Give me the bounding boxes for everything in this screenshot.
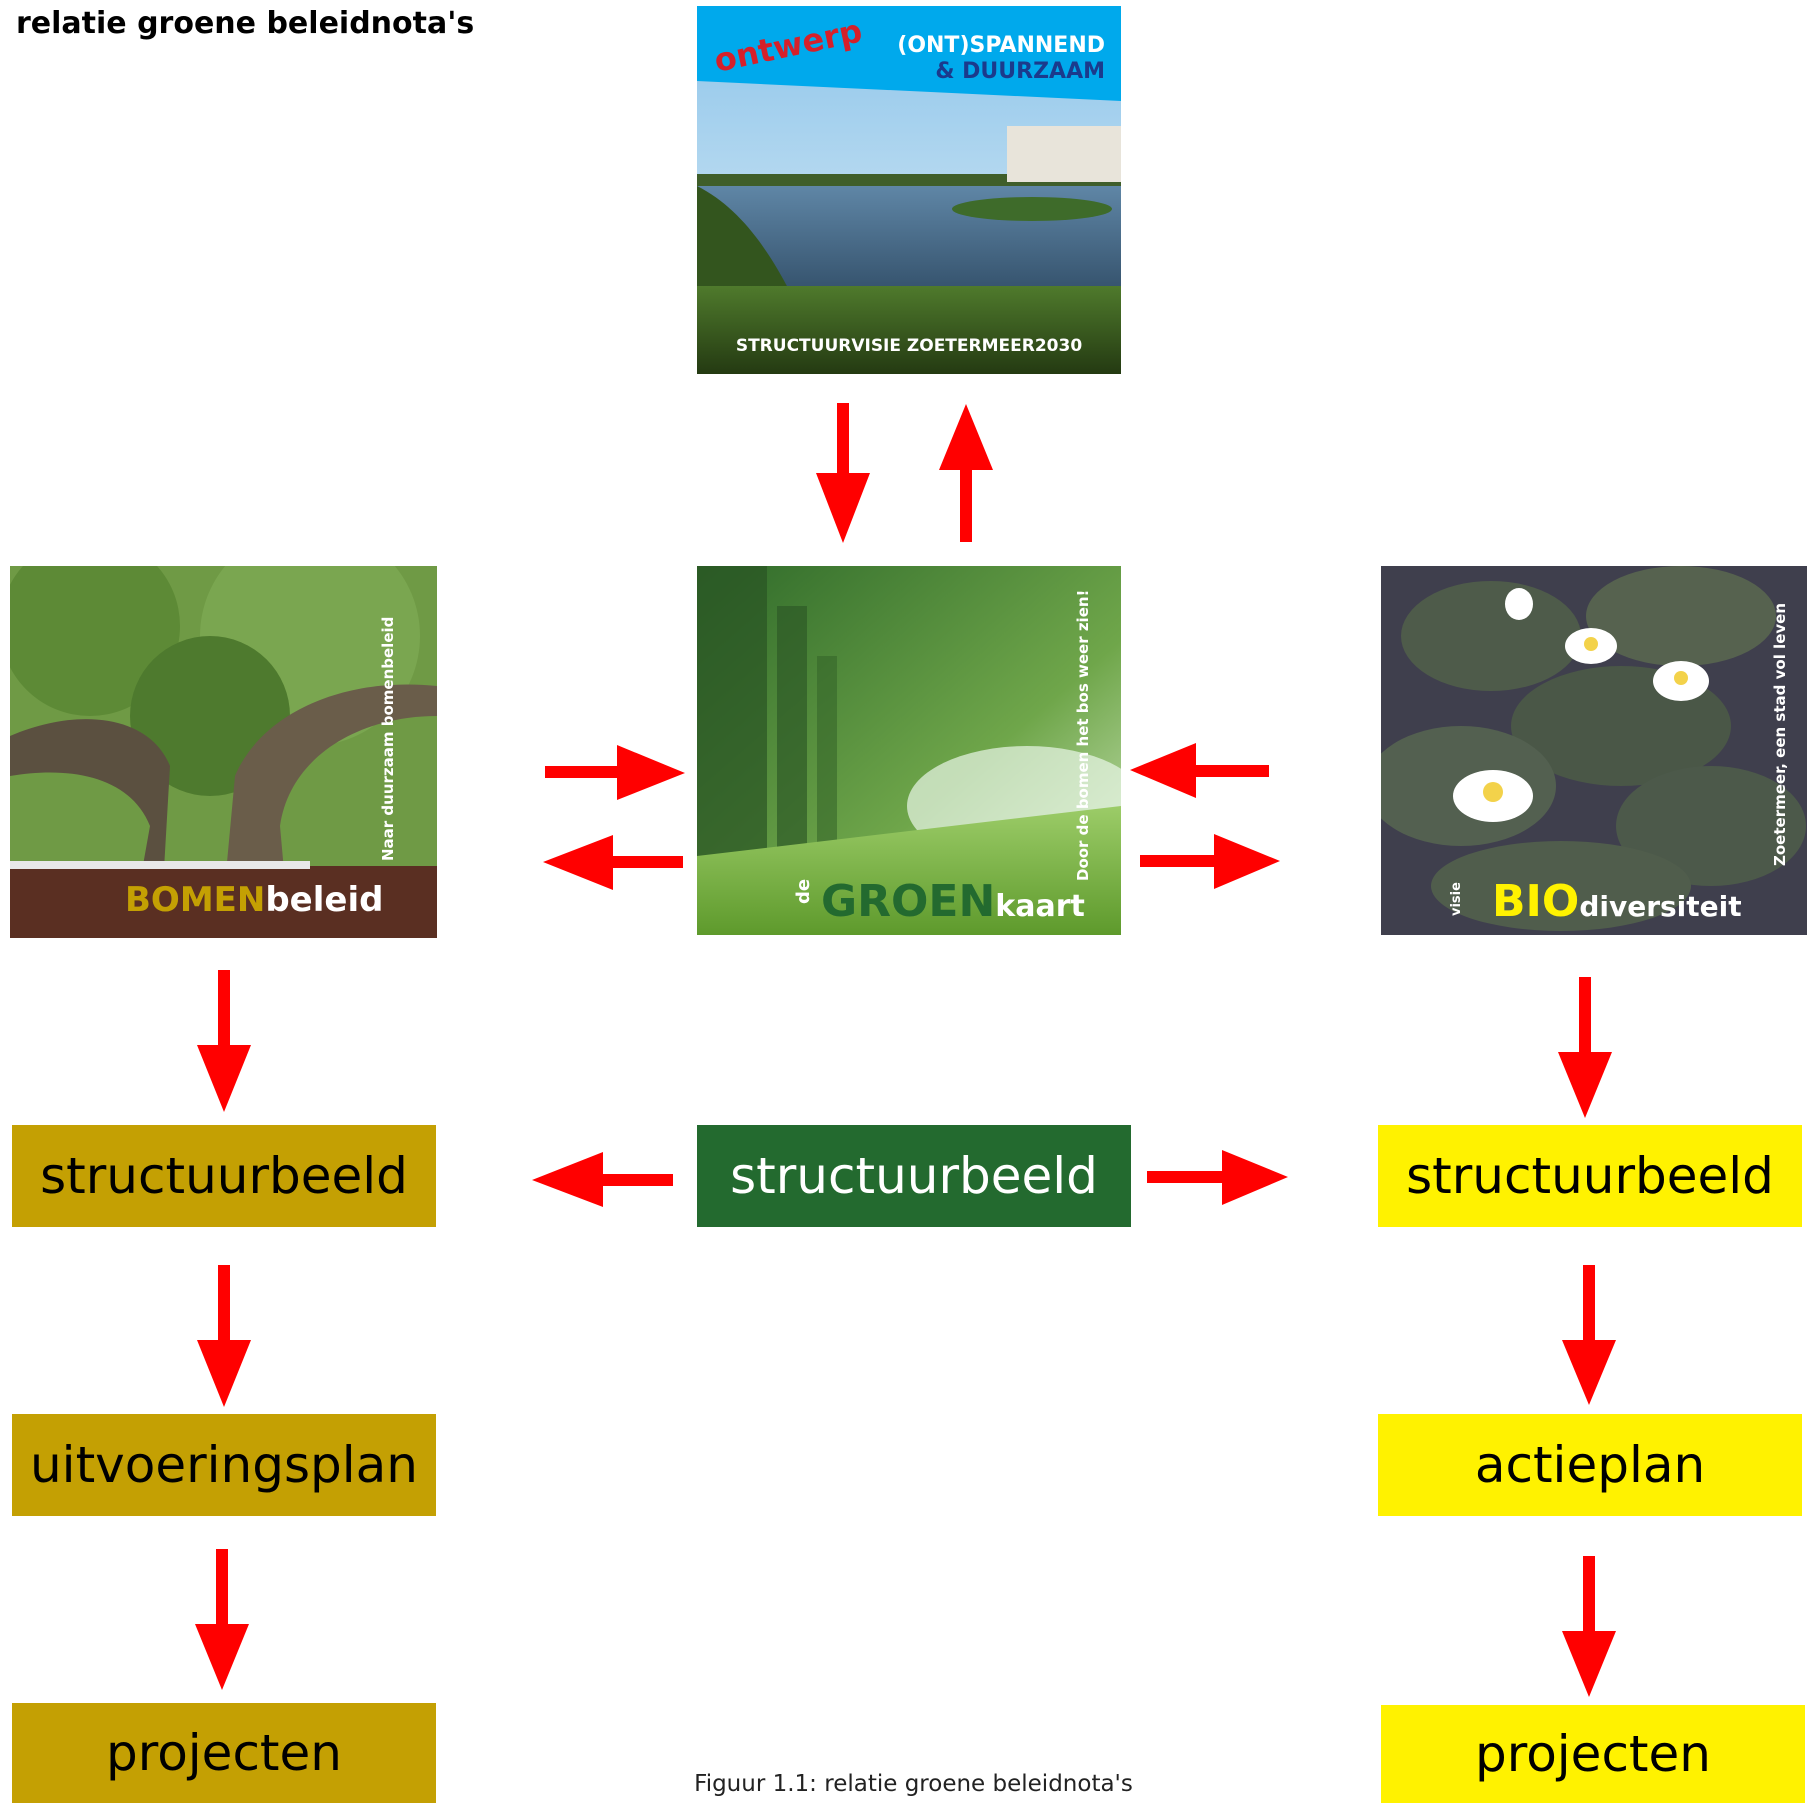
arrow-down-structuurbeeld-to-uitvoeringsplan	[197, 1265, 251, 1407]
arrow-down-bomen-to-structuurbeeld	[197, 970, 251, 1112]
arrow-down-structuurvisie-to-groenkaart	[816, 403, 870, 543]
svg-text:GROENkaart: GROENkaart	[821, 876, 1085, 927]
arrow-right-bomen-to-groenkaart	[545, 745, 685, 800]
biodiversiteit-tagline: Zoetermeer, een stad vol leven	[1771, 603, 1789, 866]
structuurbeeld-bio-box: structuurbeeld	[1378, 1125, 1802, 1227]
biodiversiteit-prefix: visie	[1449, 882, 1464, 916]
page-title: relatie groene beleidnota's	[16, 6, 475, 41]
groenkaart-prefix: de	[793, 879, 814, 904]
arrow-left-groenkaart-to-bomen	[543, 835, 683, 890]
arrow-up-groenkaart-to-structuurvisie	[939, 404, 993, 542]
arrow-right-groenkaart-to-bio	[1140, 834, 1280, 889]
cover-slogan-2: & DUURZAAM	[935, 59, 1105, 84]
arrow-down-uitvoeringsplan-to-projecten	[195, 1549, 249, 1690]
groenkaart-title-accent: GROEN	[821, 876, 995, 927]
groenkaart-tagline: Door de bomen het bos weer zien!	[1074, 590, 1092, 881]
figure-caption: Figuur 1.1: relatie groene beleidnota's	[694, 1771, 1133, 1797]
arrow-down-bio-to-structuurbeeld	[1558, 977, 1612, 1118]
cover-slogan-1: (ONT)SPANNEND	[897, 33, 1105, 58]
bomenbeleid-title-rest: beleid	[265, 880, 383, 920]
arrow-right-structuurbeeld-center-to-right	[1147, 1150, 1288, 1205]
bomenbeleid-tagline: Naar duurzaam bomenbeleid	[379, 617, 397, 861]
arrow-down-structuurbeeld-to-actieplan	[1562, 1265, 1616, 1405]
structuurbeeld-groen-box: structuurbeeld	[697, 1125, 1131, 1227]
biodiversiteit-title-rest: diversiteit	[1579, 890, 1741, 923]
groenkaart-title-rest: kaart	[995, 889, 1085, 924]
actieplan-box: actieplan	[1378, 1414, 1802, 1516]
projecten-bio-box: projecten	[1381, 1705, 1805, 1803]
arrow-left-structuurbeeld-center-to-left	[532, 1152, 673, 1207]
bomenbeleid-title-accent: BOMEN	[125, 880, 265, 920]
svg-text:BOMENbeleid: BOMENbeleid	[125, 880, 383, 920]
structuurbeeld-bomen-box: structuurbeeld	[12, 1125, 436, 1227]
bomenbeleid-cover: Naar duurzaam bomenbeleid BOMENbeleid	[10, 566, 437, 938]
biodiversiteit-title-accent: BIO	[1492, 876, 1579, 927]
structuurvisie-cover: ontwerp (ONT)SPANNEND & DUURZAAM STRUCTU…	[697, 6, 1121, 374]
arrow-left-bio-to-groenkaart	[1130, 743, 1269, 798]
uitvoeringsplan-box: uitvoeringsplan	[12, 1414, 436, 1516]
arrow-down-actieplan-to-projecten	[1562, 1556, 1616, 1697]
svg-text:BIOdiversiteit: BIOdiversiteit	[1492, 876, 1742, 927]
groenkaart-cover: Door de bomen het bos weer zien! de GROE…	[697, 566, 1121, 935]
biodiversiteit-cover: Zoetermeer, een stad vol leven visie BIO…	[1381, 566, 1807, 935]
cover-subtitle: STRUCTUURVISIE ZOETERMEER2030	[736, 336, 1082, 356]
projecten-bomen-box: projecten	[12, 1703, 436, 1803]
